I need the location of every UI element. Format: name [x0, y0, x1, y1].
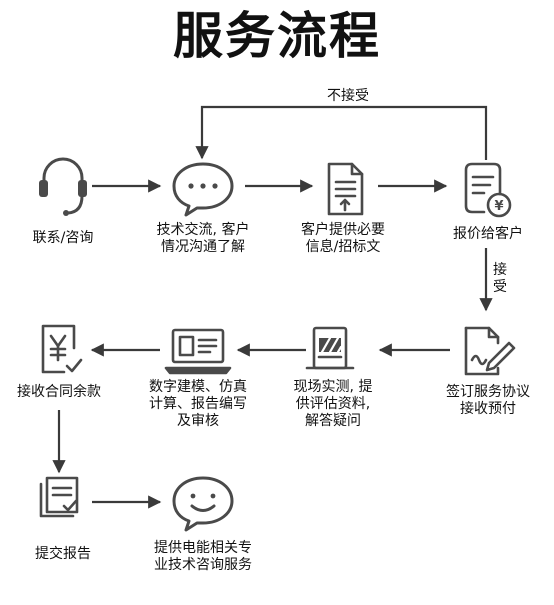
step-label-payment: 接收合同余款 [17, 384, 101, 400]
step-label-report: 提交报告 [35, 546, 91, 562]
report-stack-icon [39, 476, 79, 518]
step-label-quote: 报价给客户 [453, 226, 523, 242]
step-label-exchange: 技术交流, 客户 情况沟通了解 [156, 222, 250, 255]
step-label-info: 客户提供必要 信息/招标文 [301, 222, 385, 255]
step-label-modeling: 数字建模、仿真 计算、报告编写 及审核 [149, 379, 247, 429]
document-upload-icon [327, 162, 364, 216]
payment-yen-icon [41, 324, 83, 374]
arrow-reject-loop [195, 105, 488, 160]
laptop-modeling-icon [164, 328, 232, 375]
step-label-service: 提供电能相关专 业技术咨询服务 [154, 540, 252, 573]
step-label-contract: 签订服务协议 接收预付 [446, 384, 530, 417]
page-title: 服务流程 [173, 7, 381, 65]
chat-bubble-icon [172, 162, 234, 217]
accept-edge-label: 接 受 [493, 262, 507, 295]
reject-edge-label: 不接受 [327, 88, 369, 104]
step-label-contact: 联系/咨询 [32, 230, 94, 246]
headset-icon [39, 157, 87, 216]
smile-chat-icon [172, 476, 234, 532]
svg-text:¥: ¥ [494, 199, 503, 214]
step-label-field: 现场实测, 提 供评估资料, 解答疑问 [293, 379, 373, 429]
quote-yen-icon: ¥ [464, 162, 512, 218]
field-measure-icon [305, 326, 355, 370]
contract-sign-icon [464, 326, 516, 376]
